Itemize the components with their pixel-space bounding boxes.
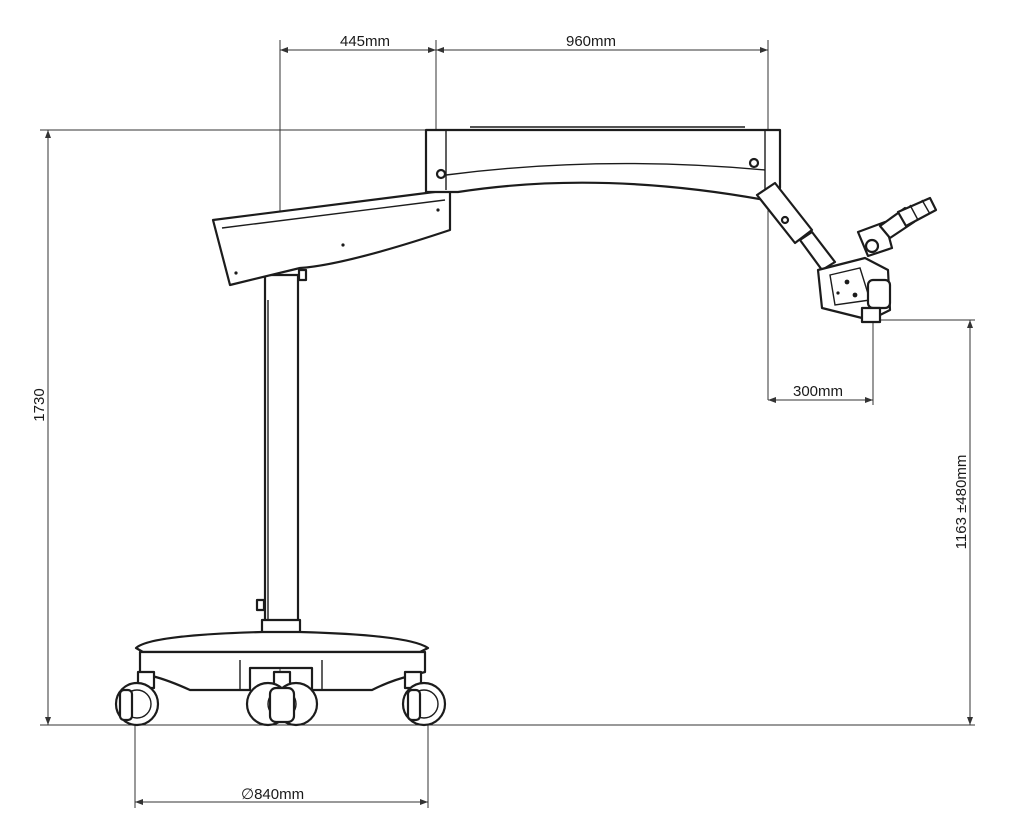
lower-arm (211, 188, 452, 287)
label-base-diameter: ∅840mm (241, 786, 304, 803)
caster-center (245, 670, 319, 727)
upper-arm (424, 128, 782, 202)
microscope-stand (114, 126, 938, 727)
label-working-height: 1163 ±480mm (953, 455, 970, 550)
stand-column (263, 273, 300, 624)
caster-right (401, 670, 447, 727)
label-445mm: 445mm (340, 33, 390, 50)
label-1730: 1730 (31, 388, 48, 421)
stand-base (134, 630, 430, 654)
dimension-lines (40, 40, 975, 808)
arm-joint (755, 181, 814, 245)
microscope-head (816, 196, 938, 324)
label-960mm: 960mm (566, 33, 616, 50)
dimension-labels: 445mm 960mm 1730 300mm 1163 ±480mm ∅840m… (31, 33, 970, 803)
caster-left (114, 670, 160, 727)
label-300mm: 300mm (793, 383, 843, 400)
